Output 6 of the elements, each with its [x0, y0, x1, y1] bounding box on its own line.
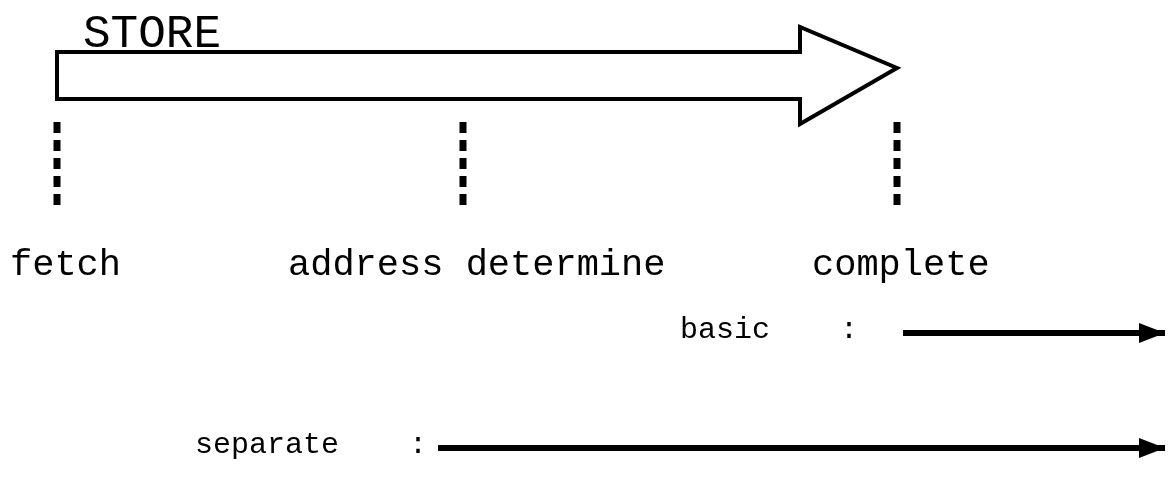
- timing-label: basic :: [680, 315, 859, 345]
- stage-label: fetch: [10, 247, 122, 284]
- stage-label: address determine: [288, 247, 666, 284]
- stage-label: complete: [812, 247, 990, 284]
- arrow-heading: STORE: [83, 12, 222, 58]
- timing-label: separate :: [195, 430, 428, 460]
